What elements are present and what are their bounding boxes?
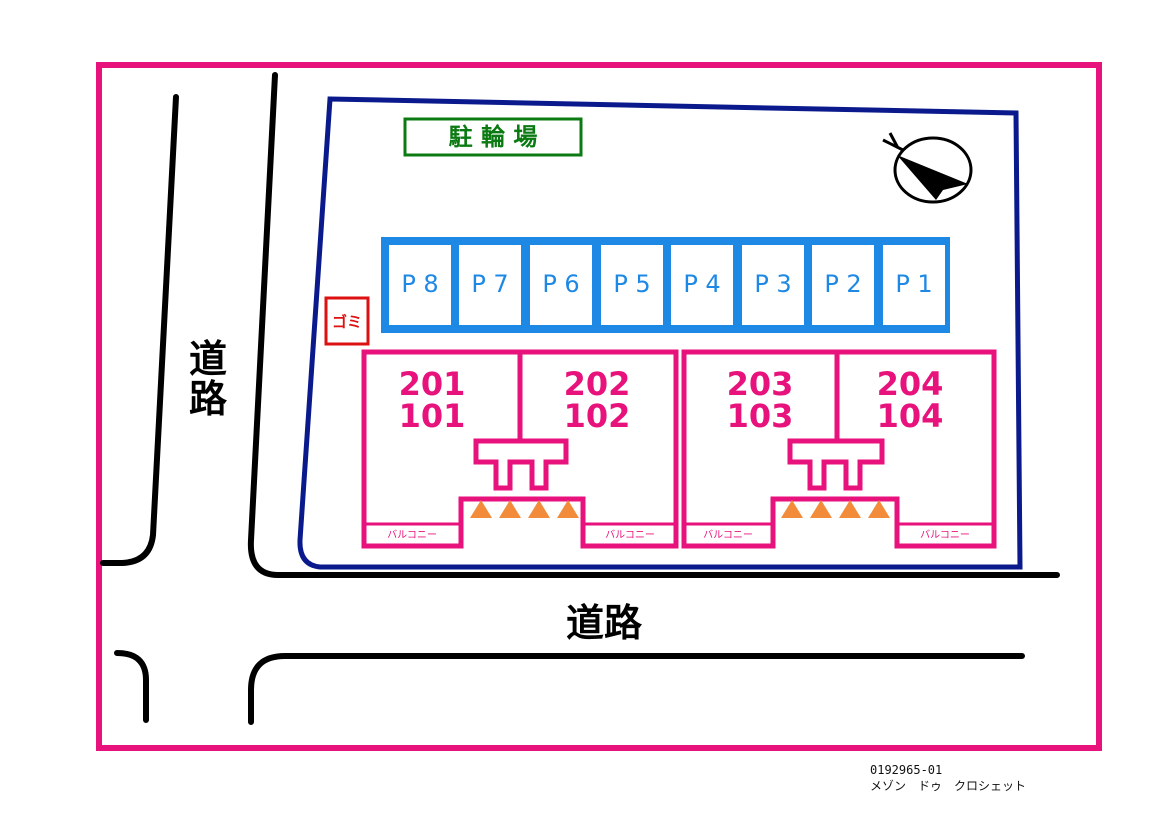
balcony-label: バルコニー: [387, 529, 437, 541]
unit-number-upper: 202: [564, 365, 631, 403]
building: [361, 349, 997, 549]
balcony-label: バルコニー: [605, 529, 655, 541]
parking-slot-label: P 5: [613, 270, 650, 298]
unit-number-lower: 103: [727, 397, 794, 435]
unit-number-upper: 201: [399, 365, 466, 403]
balcony-label: バルコニー: [920, 529, 970, 541]
parking-slot-label: P 6: [542, 270, 579, 298]
parking-slot-label: P 4: [683, 270, 720, 298]
parking-slot-labels: P 8 P 7 P 6 P 5 P 4 P 3 P 2 P 1: [401, 270, 932, 298]
parking-slot-label: P 2: [824, 270, 861, 298]
north-arrow-icon: [882, 132, 973, 204]
parking-slot-label: P 3: [754, 270, 791, 298]
site-boundary: [297, 96, 1023, 570]
footer: 0192965-01 メゾン ドゥ クロシェット: [870, 762, 1026, 794]
road-label-bottom: 道路: [566, 601, 643, 645]
balcony-label: バルコニー: [703, 529, 753, 541]
garbage-station-label: ゴミ: [332, 313, 362, 331]
parking-slot-label: P 7: [471, 270, 508, 298]
road-label-left-2: 路: [189, 377, 228, 421]
parking-slot-label: P 8: [401, 270, 438, 298]
unit-labels: 201 101 202 102 203 103 204 104: [399, 365, 944, 435]
property-code: 0192965-01: [870, 763, 943, 777]
roads: [100, 72, 1060, 725]
road-label-left-1: 道: [189, 337, 227, 381]
garbage-station-box: [324, 296, 370, 346]
property-name: メゾン ドゥ クロシェット: [870, 779, 1027, 793]
parking-block: [381, 237, 950, 333]
unit-number-lower: 104: [877, 397, 944, 435]
outer-frame: [96, 62, 1102, 751]
unit-number-upper: 204: [877, 365, 944, 403]
unit-number-upper: 203: [727, 365, 794, 403]
unit-number-lower: 101: [399, 397, 466, 435]
unit-number-lower: 102: [564, 397, 631, 435]
parking-slot-label: P 1: [895, 270, 932, 298]
balcony-labels: バルコニー バルコニー バルコニー バルコニー: [387, 529, 970, 541]
entrance-steps: [470, 500, 890, 518]
bicycle-parking-label: 駐 輪 場: [449, 123, 538, 151]
bicycle-parking-label-box: [403, 117, 583, 157]
